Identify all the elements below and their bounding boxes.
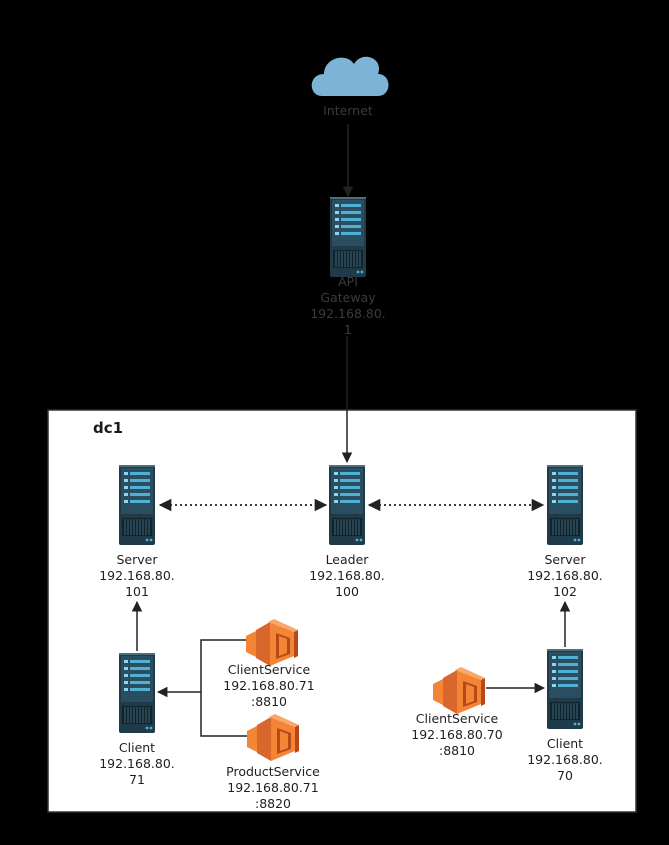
productservice-71-label: ProductService 192.168.80.71 :8820 xyxy=(226,764,320,811)
datacenter-title: dc1 xyxy=(93,419,124,437)
client-71-label: Client 192.168.80. 71 xyxy=(99,740,175,787)
client-70-server-icon xyxy=(546,648,584,730)
server-101-icon xyxy=(118,464,156,546)
internet-cloud-icon xyxy=(311,56,389,96)
server-102-icon xyxy=(546,464,584,546)
services71-bracket xyxy=(200,639,247,737)
internet-label: Internet xyxy=(323,103,373,118)
server-102-label: Server 192.168.80. 102 xyxy=(527,552,603,599)
gateway-server-icon xyxy=(329,196,367,278)
gateway-label: API Gateway 192.168.80. 1 xyxy=(310,274,386,337)
leader-label: Leader 192.168.80. 100 xyxy=(309,552,385,599)
leader-server-icon xyxy=(328,464,366,546)
clientservice-71-label: ClientService 192.168.80.71 :8810 xyxy=(223,662,315,709)
client-71-server-icon xyxy=(118,652,156,734)
client-70-label: Client 192.168.80. 70 xyxy=(527,736,603,783)
clientservice-70-label: ClientService 192.168.80.70 :8810 xyxy=(411,711,503,758)
server-101-label: Server 192.168.80. 101 xyxy=(99,552,175,599)
